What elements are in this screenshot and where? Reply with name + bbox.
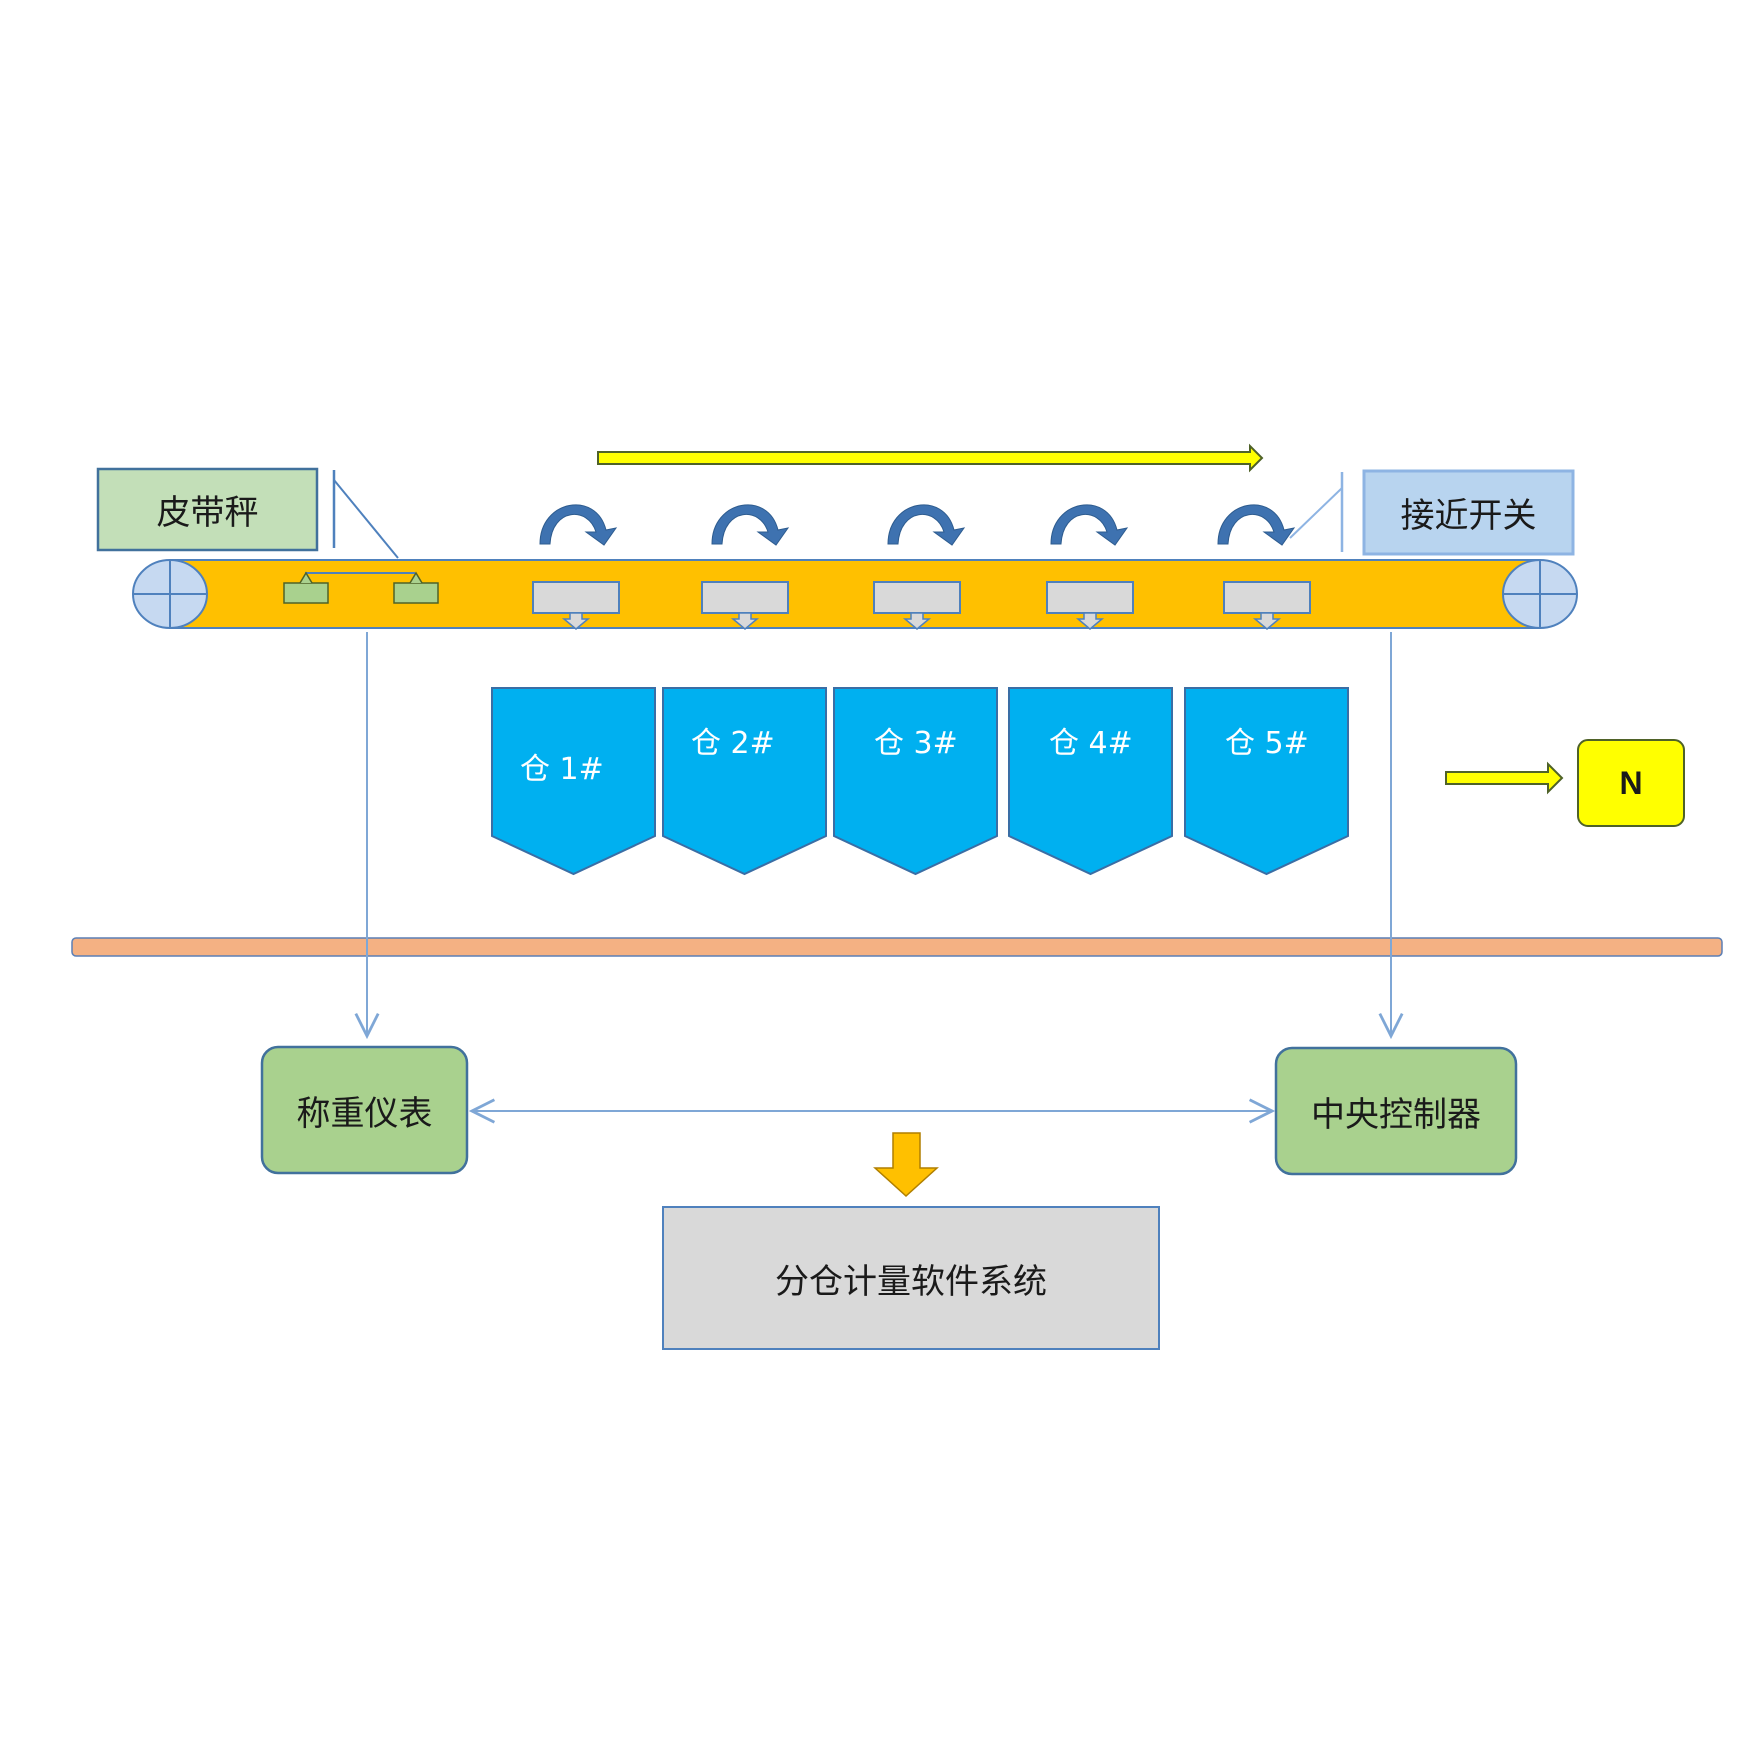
bin-3	[833, 687, 998, 876]
weighing-instrument-label: 称重仪表	[296, 1093, 433, 1134]
floor-line	[71, 937, 1723, 957]
plow-3	[873, 581, 961, 630]
central-controller-box	[1274, 1046, 1518, 1176]
belt-scale-box	[96, 467, 319, 552]
curved-arrow-2	[711, 504, 790, 546]
data-down-arrow	[873, 1132, 939, 1198]
bins-group	[491, 687, 1349, 876]
scale-idlers	[283, 571, 439, 604]
belt-scale-callout	[332, 470, 399, 559]
belt-scale-label: 皮带秤	[156, 493, 259, 533]
bin-1	[491, 687, 656, 876]
flow-direction-arrow	[597, 443, 1264, 473]
proximity-switch-label: 接近开关	[1400, 496, 1537, 536]
bin-3-label: 仓 3#	[874, 726, 958, 761]
software-system-box	[662, 1206, 1160, 1350]
bin-2	[662, 687, 827, 876]
bin-4-label: 仓 4#	[1049, 726, 1133, 761]
plow-5	[1223, 581, 1311, 630]
roller-right	[1502, 559, 1578, 629]
north-marker-label: N	[1619, 764, 1643, 801]
bin-1-label: 仓 1#	[520, 752, 604, 787]
curved-arrow-1	[539, 504, 618, 546]
plow-1	[532, 581, 620, 630]
bin-2-label: 仓 2#	[691, 726, 775, 761]
discharge-plows	[532, 581, 1311, 630]
plow-2	[701, 581, 789, 630]
weighing-instrument-box	[260, 1045, 469, 1175]
curved-arrow-3	[887, 504, 966, 546]
software-system-label: 分仓计量软件系统	[775, 1261, 1047, 1302]
central-controller-label: 中央控制器	[1311, 1094, 1481, 1135]
proximity-switch-callout	[1289, 472, 1344, 552]
north-arrow	[1445, 761, 1564, 795]
curved-arrow-4	[1050, 504, 1129, 546]
bin-4	[1008, 687, 1173, 876]
bin-5-label: 仓 5#	[1225, 726, 1309, 761]
plow-4	[1046, 581, 1134, 630]
conveyor-belt	[169, 559, 1541, 629]
bin-5	[1184, 687, 1349, 876]
roller-left	[132, 559, 208, 629]
curved-arrow-5	[1217, 504, 1296, 546]
proximity-switch-box	[1362, 469, 1575, 556]
north-marker-box	[1577, 739, 1685, 827]
plow-rotation-arrows	[539, 504, 1296, 546]
